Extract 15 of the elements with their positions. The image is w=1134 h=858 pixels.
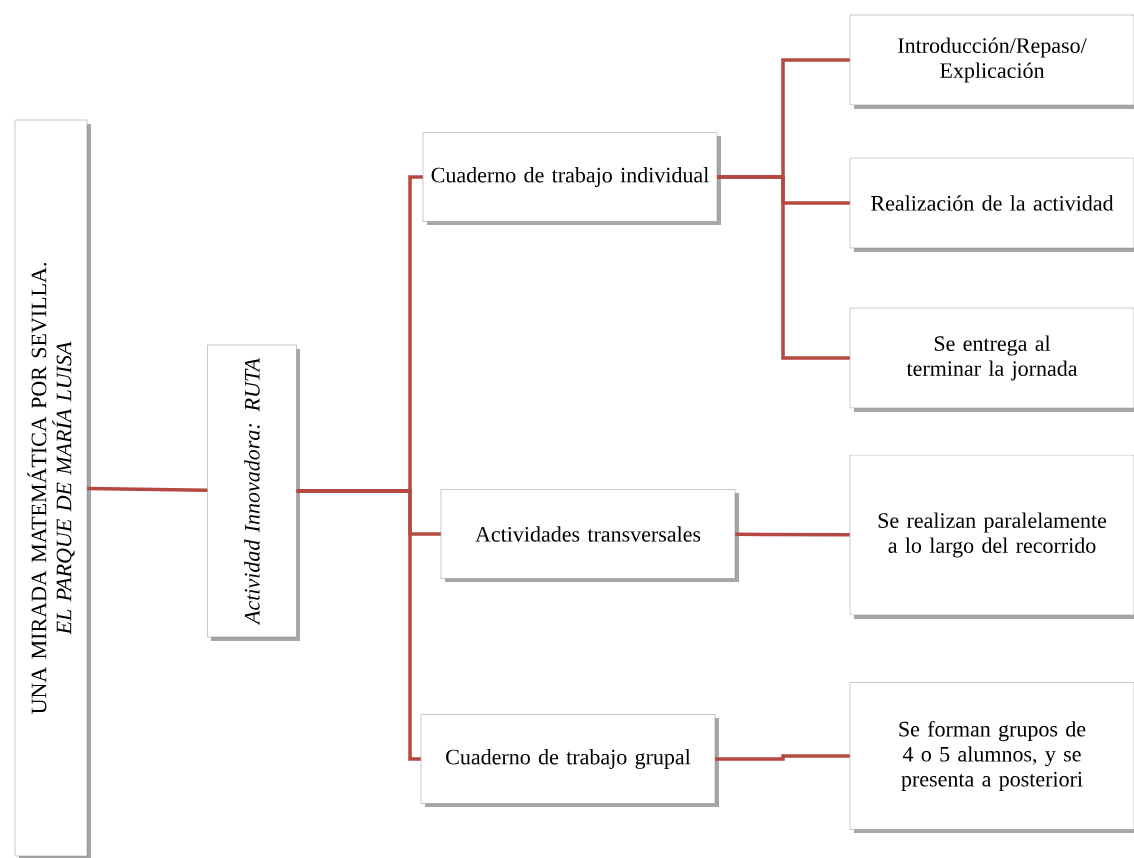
detail-box: Realización de la actividad: [849, 157, 1134, 252]
connector-line: [715, 754, 850, 761]
connector-line: [296, 489, 421, 761]
category-box: Cuaderno de trabajo grupal: [420, 714, 719, 807]
connector-line: [717, 175, 850, 360]
category-box: Actividades transversales: [440, 489, 739, 582]
detail-box: Se forman grupos de 4 o 5 alumnos, y se presenta a posteriori: [849, 682, 1134, 833]
connector-line: [735, 532, 850, 537]
activity-box: Actividad Innovadora: RUTA: [207, 344, 300, 641]
detail-box: Se realizan paralelamente a lo largo del recorrido: [849, 454, 1134, 619]
detail-box: Introducción/Repaso/ Explicación: [849, 14, 1134, 109]
detail-box: Se entrega al terminar la jornada: [849, 307, 1134, 412]
title-box: UNA MIRADA MATEMÁTICA POR SEVILLA. EL PARQUE DE MARÍA LUISA: [14, 119, 91, 858]
connector-line: [87, 486, 208, 493]
category-box: Cuaderno de trabajo individual: [422, 132, 721, 225]
